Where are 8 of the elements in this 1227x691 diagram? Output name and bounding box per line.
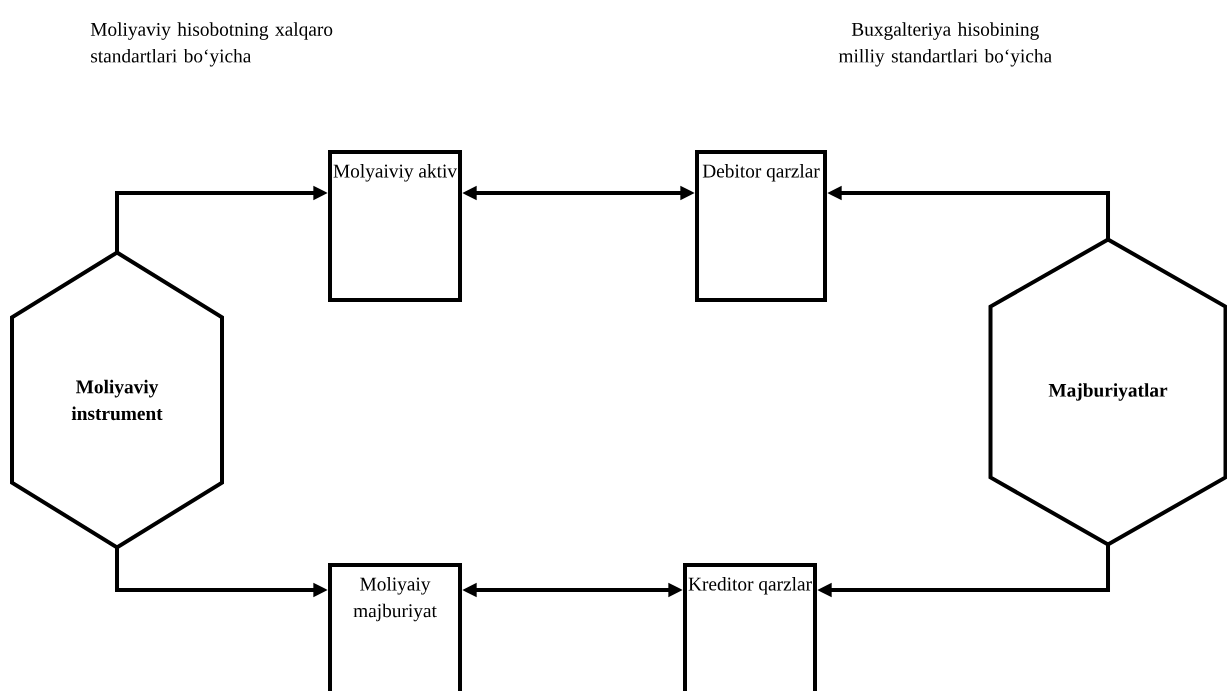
process-box: Molyaiviy aktiv <box>328 150 462 302</box>
process-box: Kreditor qarzlar <box>683 563 817 691</box>
hexagon: Majburiyatlar <box>988 237 1227 547</box>
hexagon: Moliyaviy instrument <box>10 250 224 550</box>
process-box: Moliyaiy majburiyat <box>328 563 462 691</box>
heading-text: Moliyaviy hisobotning xalqaro standartlari bo‘yicha <box>90 22 333 67</box>
heading-text: Buxgalteriya hisobining milliy standartlari bo‘yicha <box>838 22 1052 67</box>
process-box: Debitor qarzlar <box>695 150 827 302</box>
